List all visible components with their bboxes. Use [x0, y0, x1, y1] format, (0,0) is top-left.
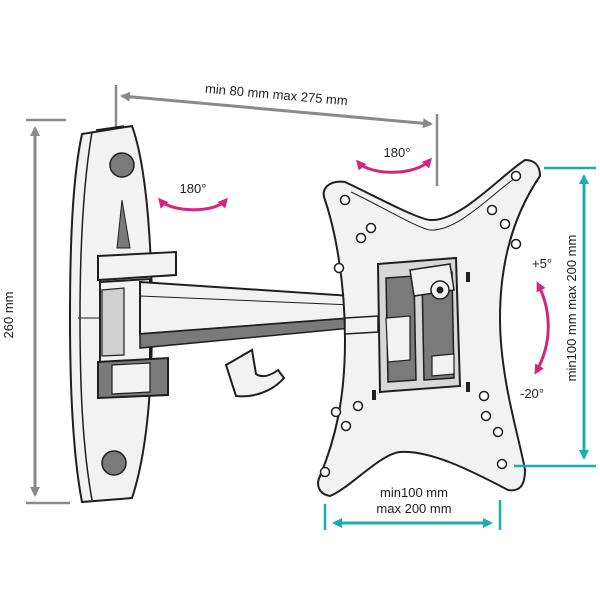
tilt-bracket: [344, 256, 462, 394]
height-label: 260 mm: [1, 292, 16, 339]
tilt-indicator: +5° -20°: [520, 256, 552, 401]
wall-plate-hole-bottom: [101, 450, 127, 476]
wall-rotation-indicator: 180°: [158, 181, 228, 212]
height-dimension: 260 mm: [1, 118, 70, 505]
tilt-up-label: +5°: [532, 256, 552, 271]
vesa-horizontal-label-line1: min100 mm: [380, 485, 448, 500]
tilt-down-label: -20°: [520, 386, 544, 401]
plate-rotation-label: 180°: [384, 145, 411, 160]
plate-rotation-indicator: 180°: [356, 145, 432, 174]
wall-plate-hole-top: [109, 152, 135, 178]
vesa-vertical-label: min100 mm max 200 mm: [564, 235, 579, 382]
wall-rotation-label: 180°: [180, 181, 207, 196]
vesa-horizontal-dimension: min100 mm max 200 mm: [323, 485, 502, 530]
wall-hinge: [97, 250, 177, 400]
vesa-horizontal-label-line2: max 200 mm: [376, 501, 451, 516]
cable-hook: [224, 348, 286, 398]
extension-arm: [139, 280, 353, 349]
arm-reach-dimension: min 80 mm max 275 mm: [114, 81, 439, 186]
vesa-vertical-dimension: min100 mm max 200 mm: [514, 166, 596, 468]
